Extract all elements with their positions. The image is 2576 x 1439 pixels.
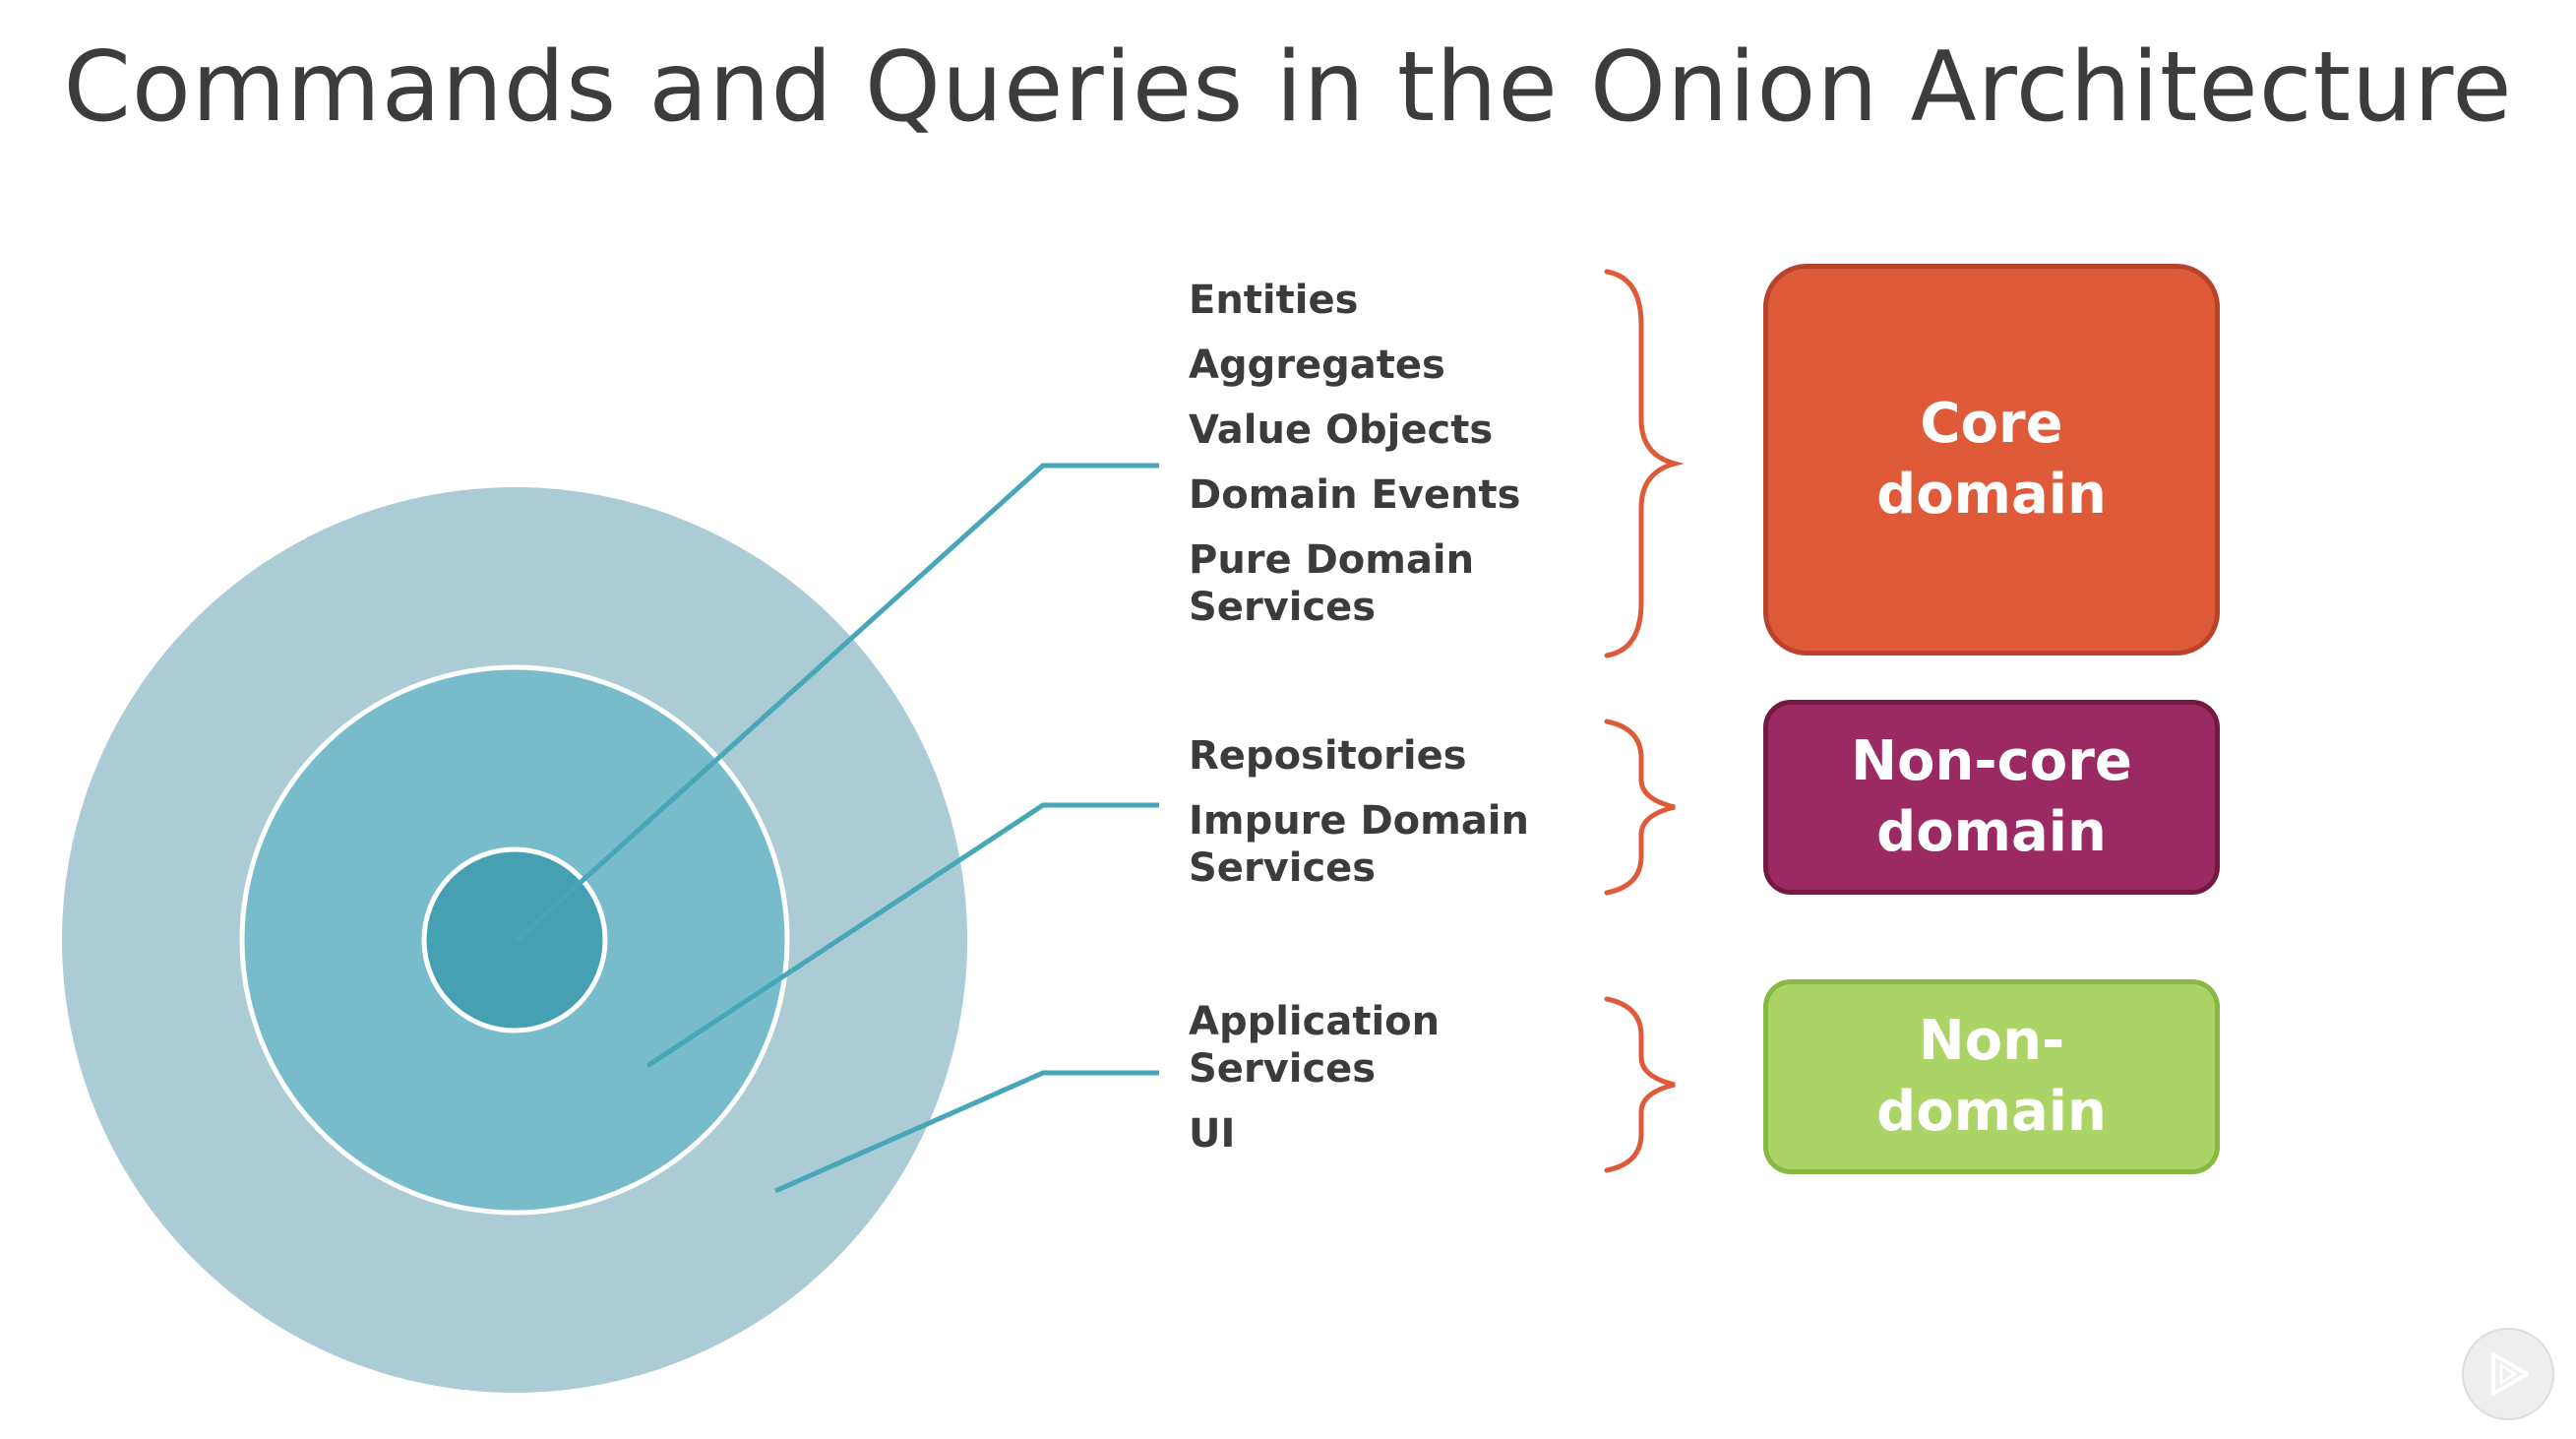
layer-item-application-services: Application Services — [1189, 999, 1441, 1092]
play-logo-icon — [2491, 1352, 2529, 1396]
layer-item-entities: Entities — [1189, 278, 1359, 323]
noncore-domain-label: Non-core domain — [1851, 729, 2132, 864]
slide-title: Commands and Queries in the Onion Archit… — [63, 31, 2513, 144]
pointer-line-core — [515, 463, 1159, 942]
core-domain-box: Core domain — [1763, 264, 2220, 656]
layer-item-value-objects: Value Objects — [1189, 407, 1494, 453]
pointer-line-nondomain — [773, 1070, 1159, 1194]
brace-nondomain — [1604, 996, 1676, 1173]
layer-item-ui: UI — [1189, 1111, 1236, 1157]
layer-item-pure-domain-services: Pure Domain Services — [1189, 537, 1475, 630]
layer-item-repositories: Repositories — [1189, 733, 1467, 779]
layer-item-impure-domain-services: Impure Domain Services — [1189, 798, 1529, 891]
nondomain-label: Non- domain — [1876, 1009, 2107, 1144]
brace-core — [1604, 269, 1685, 658]
inner-ring — [421, 846, 608, 1033]
core-domain-label: Core domain — [1876, 392, 2107, 527]
pointer-line-noncore — [645, 802, 1159, 1069]
play-logo-button[interactable] — [2462, 1328, 2554, 1420]
noncore-domain-box: Non-core domain — [1763, 700, 2220, 895]
layer-item-domain-events: Domain Events — [1189, 472, 1521, 518]
brace-noncore — [1604, 719, 1676, 896]
nondomain-box: Non- domain — [1763, 979, 2220, 1174]
layer-item-aggregates: Aggregates — [1189, 343, 1445, 388]
